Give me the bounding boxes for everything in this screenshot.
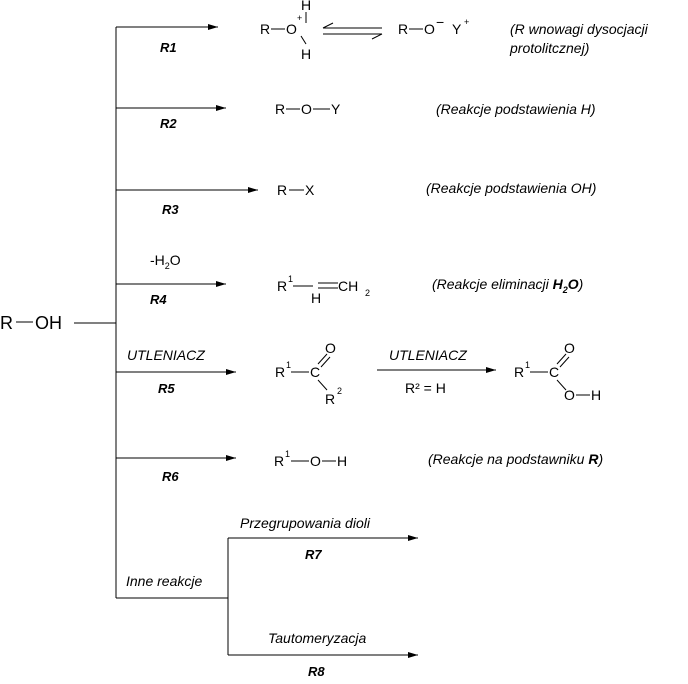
r1-label: R1 — [160, 40, 177, 55]
s5a-co2 — [320, 356, 331, 368]
note-r2: (Reakcje podstawienia H) — [436, 101, 596, 117]
s5a-bond2 — [317, 379, 328, 391]
s2-O: O — [301, 101, 312, 117]
r4-alkene-structure: R 1 H CH 2 — [277, 274, 370, 306]
r2-label: R2 — [160, 116, 177, 131]
r6-alcohol-structure: R 1 O H — [274, 449, 347, 469]
s5b-bond2 — [556, 379, 567, 391]
s1l-bond-down — [300, 35, 307, 45]
s6-sup1: 1 — [285, 449, 290, 459]
s5a-O: O — [325, 340, 336, 356]
s3-R: R — [277, 182, 287, 198]
eq-top-hook — [322, 22, 334, 29]
r5b-reagent-below: R² = H — [405, 380, 446, 396]
s5a-C: C — [310, 364, 320, 380]
s5a-R1: R — [275, 364, 285, 380]
r5-label: R5 — [158, 381, 175, 396]
s5b-O: O — [564, 387, 575, 403]
start-R: R — [0, 313, 13, 333]
s5b-co1 — [556, 353, 567, 365]
note-r1-line2: protolitcznej) — [509, 40, 589, 56]
s1l-H-top: H — [301, 0, 311, 13]
r5-reagent: UTLENIACZ — [127, 347, 205, 363]
branch-r3: R3 R X (Reakcje podstawienia OH) — [116, 180, 596, 217]
branch-r2: R2 R O Y (Reakcje podstawienia H) — [116, 101, 596, 131]
s1r-Y: Y — [452, 21, 462, 37]
eq-bottom-hook — [371, 33, 383, 40]
r1-oxonium-structure: R O + H H — [260, 0, 311, 62]
s4-CH: CH — [338, 278, 358, 294]
note-r3: (Reakcje podstawienia OH) — [426, 180, 596, 196]
s5b-R: R — [514, 364, 524, 380]
s1l-plus: + — [297, 13, 302, 23]
s1r-minus: − — [436, 14, 444, 30]
r5b-reagent-above: UTLENIACZ — [389, 347, 467, 363]
branch-r6: R6 R 1 O H (Reakcje na podstawniku R) — [116, 449, 603, 484]
s6-R: R — [274, 453, 284, 469]
s1r-plus: + — [464, 17, 469, 27]
s3-X: X — [305, 182, 315, 198]
s5b-H: H — [591, 387, 601, 403]
s5b-O-top: O — [564, 340, 575, 356]
r6-label: R6 — [162, 469, 179, 484]
note-r6: (Reakcje na podstawniku R) — [428, 451, 603, 467]
s2-R: R — [275, 101, 285, 117]
s1r-O: O — [424, 21, 435, 37]
r4-label: R4 — [150, 292, 167, 307]
r1-alkoxide-structure: R O − Y + — [398, 14, 469, 37]
r8-label: R8 — [308, 664, 325, 679]
r3-halide-structure: R X — [277, 182, 315, 198]
note-r1-line1: (R wnowagi dysocjacji — [510, 21, 649, 37]
branch-r1: R1 R O + H H R O − Y + (R wnowagi dysocj… — [116, 0, 649, 62]
s5a-sup2: 2 — [337, 386, 342, 396]
r5-acid-structure: R 1 C O O H — [514, 340, 601, 403]
start-compound: R OH — [0, 313, 62, 333]
r5-ketone-structure: R 1 C O R 2 — [275, 340, 342, 407]
s2-Y: Y — [331, 101, 341, 117]
start-OH: OH — [35, 313, 62, 333]
s5a-co1 — [317, 353, 328, 365]
s4-H: H — [311, 290, 321, 306]
r3-label: R3 — [162, 202, 179, 217]
s6-H: H — [337, 453, 347, 469]
s4-R: R — [277, 278, 287, 294]
s1r-R: R — [398, 21, 408, 37]
r7-label: R7 — [305, 547, 322, 562]
s1l-H-bottom: H — [301, 46, 311, 62]
s4-sub2: 2 — [365, 288, 370, 298]
branch-other: Inne reakcje Przegrupowania dioli R7 Tau… — [116, 515, 418, 679]
note-r4: (Reakcje eliminacji H2O) — [432, 276, 583, 295]
s4-sup1: 1 — [288, 274, 293, 284]
s6-O: O — [310, 453, 321, 469]
r7-reagent: Przegrupowania dioli — [240, 515, 371, 531]
s5b-co2 — [559, 356, 570, 368]
s5a-R2: R — [325, 391, 335, 407]
r8-reagent: Tautomeryzacja — [268, 630, 367, 646]
branch-r4: -H2O R4 R 1 H CH 2 (Reakcje eliminacji H… — [116, 252, 583, 307]
other-label: Inne reakcje — [126, 573, 202, 589]
branch-r5: UTLENIACZ R5 R 1 C O R 2 UTLENIACZ R² = … — [116, 340, 601, 407]
s1l-R: R — [260, 21, 270, 37]
s5a-sup1: 1 — [286, 360, 291, 370]
s5b-sup1: 1 — [525, 360, 530, 370]
equilibrium-arrows — [322, 22, 383, 40]
r4-reagent: -H2O — [150, 252, 181, 271]
r2-ether-structure: R O Y — [275, 101, 341, 117]
s1l-O: O — [286, 21, 297, 37]
s5b-C: C — [549, 364, 559, 380]
